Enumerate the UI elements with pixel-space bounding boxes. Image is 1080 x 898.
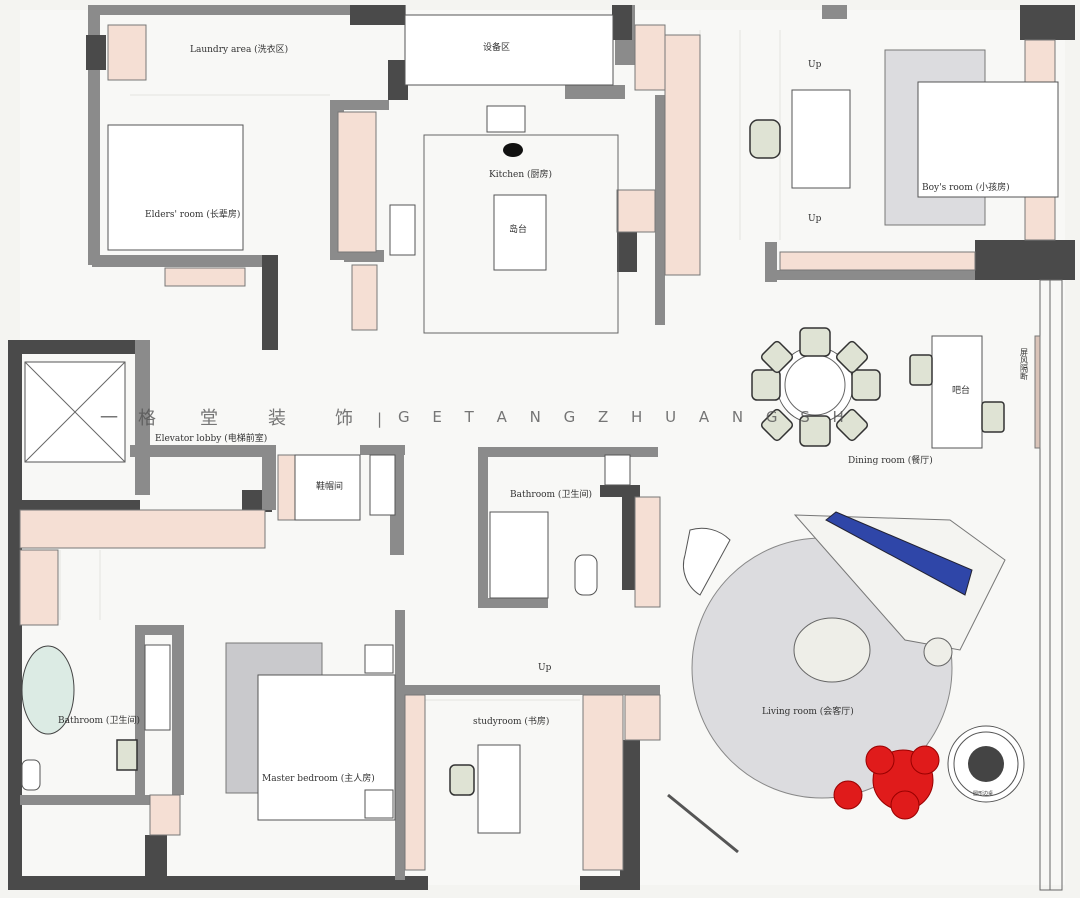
elders-bed <box>107 124 244 251</box>
bar-stool <box>981 401 1005 433</box>
bar-stool <box>909 354 933 386</box>
nightstand <box>364 644 394 674</box>
watermark-char: 堂 <box>200 408 218 429</box>
label-study: studyroom (书房) <box>473 715 549 727</box>
label-bar: 吧台 <box>952 384 970 396</box>
vanity-stool <box>116 739 138 771</box>
stair-up-marker: Up <box>808 60 822 70</box>
label-elders: Elders' room (长辈房) <box>145 208 240 220</box>
label-screen: 屏风隔断 <box>1020 348 1029 381</box>
watermark-char: 装 <box>268 408 286 429</box>
watermark-char: 一 <box>100 408 118 429</box>
window-sash <box>667 793 739 854</box>
boys-bed <box>917 81 1059 198</box>
kitchen-plant <box>503 143 523 157</box>
watermark-char: 格 <box>138 408 156 429</box>
label-elevator: Elevator lobby (电梯前室) <box>155 432 267 444</box>
lounge-chair <box>682 527 731 596</box>
label-laundry: Laundry area (洗衣区) <box>190 43 288 55</box>
desk-chair <box>749 119 781 159</box>
sofa-cushion-blue <box>825 511 973 596</box>
study-desk <box>477 744 521 834</box>
watermark: 一 格 堂 装 饰 | G E T A N G Z H U A N G S H <box>100 408 853 429</box>
kitchen-island <box>493 194 547 271</box>
shoe-room-basin <box>369 454 396 516</box>
label-equipment: 设备区 <box>483 41 510 53</box>
label-side-table: 圆形边桌 <box>973 790 993 797</box>
coffee-table <box>793 617 871 683</box>
nightstand <box>364 789 394 819</box>
shower-drain <box>604 454 631 486</box>
sofa <box>793 514 1006 651</box>
vanity <box>144 644 171 731</box>
watermark-en: G E T A N G Z H U A N G S H <box>398 408 853 426</box>
equipment-area <box>404 14 614 86</box>
label-living: Living room (会客厅) <box>762 705 854 717</box>
label-bathroom-master: Bathroom (卫生间) <box>58 714 140 726</box>
label-dining: Dining room (餐厅) <box>848 454 933 466</box>
red-armchair <box>833 745 940 820</box>
kitchen-sink <box>486 105 526 133</box>
label-bathroom-center: Bathroom (卫生间) <box>510 488 592 500</box>
cabinetry <box>19 24 1056 871</box>
stair-up-marker: Up <box>808 214 822 224</box>
master-toilet <box>21 759 41 791</box>
stair-up-marker: Up <box>538 663 552 673</box>
watermark-divider: | <box>377 410 382 428</box>
exterior-walls <box>8 5 1075 891</box>
dining-set <box>751 327 881 447</box>
interior-walls <box>20 95 975 890</box>
folding-screen <box>1034 335 1041 449</box>
label-master: Master bedroom (主人房) <box>262 772 375 784</box>
label-kitchen: Kitchen (厨房) <box>489 168 552 180</box>
label-island: 岛台 <box>509 223 527 235</box>
bar-counter <box>931 335 983 449</box>
round-side-table <box>947 725 1025 803</box>
study-chair <box>449 764 475 796</box>
kitchen-area <box>423 134 619 334</box>
bathtub <box>21 645 75 735</box>
boys-desk <box>791 89 851 189</box>
cooktop <box>389 204 416 256</box>
label-boys: Boy's room (小孩房) <box>922 181 1010 193</box>
label-shoe: 鞋帽间 <box>316 480 343 492</box>
shoe-room <box>294 454 361 521</box>
side-stool <box>923 637 953 667</box>
watermark-char: 饰 <box>335 408 353 429</box>
bathroom-counter <box>489 511 549 599</box>
toilet <box>574 554 598 596</box>
